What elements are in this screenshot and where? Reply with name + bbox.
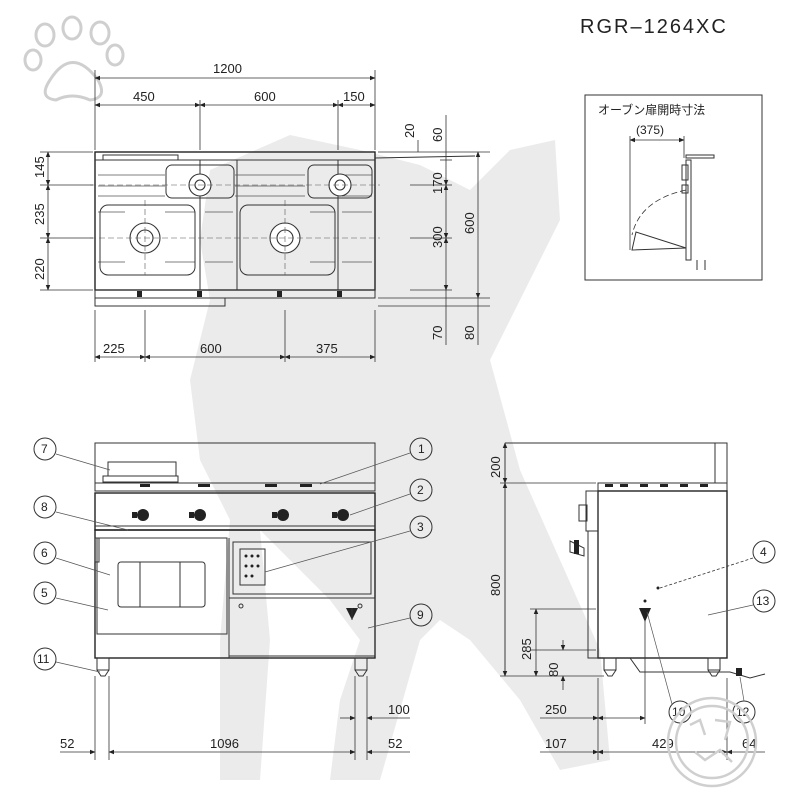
callout-4: 4 <box>760 545 767 559</box>
front-dimensions: 52 1096 52 100 <box>60 676 410 760</box>
callout-8: 8 <box>41 500 48 514</box>
callout-7: 7 <box>41 442 48 456</box>
dim-front-100: 100 <box>388 702 410 717</box>
dim-left-220: 220 <box>32 258 47 280</box>
dim-bottom-70: 70 <box>430 326 445 340</box>
dim-left-235: 235 <box>32 203 47 225</box>
watermark-figure <box>190 135 610 780</box>
dim-split-3: 150 <box>343 89 365 104</box>
dim-front-52-right: 52 <box>388 736 402 751</box>
inset-title: オーブン扉開時寸法 <box>598 102 705 117</box>
dim-depth-600: 600 <box>462 212 477 234</box>
callout-5: 5 <box>41 586 48 600</box>
inset-dim-375: (375) <box>636 123 664 137</box>
callout-3: 3 <box>417 520 424 534</box>
front-callouts: 7 8 6 5 11 1 2 3 9 <box>33 437 433 673</box>
callout-1: 1 <box>418 442 425 456</box>
dim-right-20: 20 <box>402 124 417 138</box>
callout-9: 9 <box>417 608 424 622</box>
callout-11: 11 <box>37 652 50 666</box>
dim-side-429: 429 <box>652 736 674 751</box>
side-dimensions: 200 800 285 80 250 107 429 64 <box>488 442 765 760</box>
dim-side-250: 250 <box>545 702 567 717</box>
dim-split-1: 450 <box>133 89 155 104</box>
side-view <box>505 442 766 679</box>
dim-side-107: 107 <box>545 736 567 751</box>
dim-bottom-600: 600 <box>200 341 222 356</box>
top-view-dimensions: 1200 450 600 150 145 235 220 20 60 <box>32 61 490 362</box>
dim-right-60: 60 <box>430 128 445 142</box>
dim-side-64: 64 <box>742 736 756 751</box>
dim-right-300: 300 <box>430 226 445 248</box>
callout-6: 6 <box>41 546 48 560</box>
callout-2: 2 <box>417 483 424 497</box>
dim-bottom-225: 225 <box>103 341 125 356</box>
dim-width-total: 1200 <box>213 61 242 76</box>
side-callouts: 4 13 10 12 <box>646 540 776 724</box>
model-title: RGR–1264XC <box>580 16 728 38</box>
dim-bottom-80: 80 <box>462 326 477 340</box>
dim-left-145: 145 <box>32 156 47 178</box>
dim-front-1096: 1096 <box>210 736 239 751</box>
dim-side-80: 80 <box>546 663 561 677</box>
stamp-seal-icon <box>666 696 758 788</box>
paw-logo-icon <box>23 15 125 102</box>
front-knobs <box>132 509 349 521</box>
dim-split-2: 600 <box>254 89 276 104</box>
dim-front-52-left: 52 <box>60 736 74 751</box>
inset-oven-door: オーブン扉開時寸法 (375) <box>584 94 763 281</box>
callout-13: 13 <box>756 594 770 608</box>
dim-right-170: 170 <box>430 172 445 194</box>
front-view <box>94 442 376 677</box>
dim-bottom-375: 375 <box>316 341 338 356</box>
dim-side-200: 200 <box>488 456 503 478</box>
dim-side-800: 800 <box>488 574 503 596</box>
dim-side-285: 285 <box>519 638 534 660</box>
top-view <box>90 151 476 307</box>
